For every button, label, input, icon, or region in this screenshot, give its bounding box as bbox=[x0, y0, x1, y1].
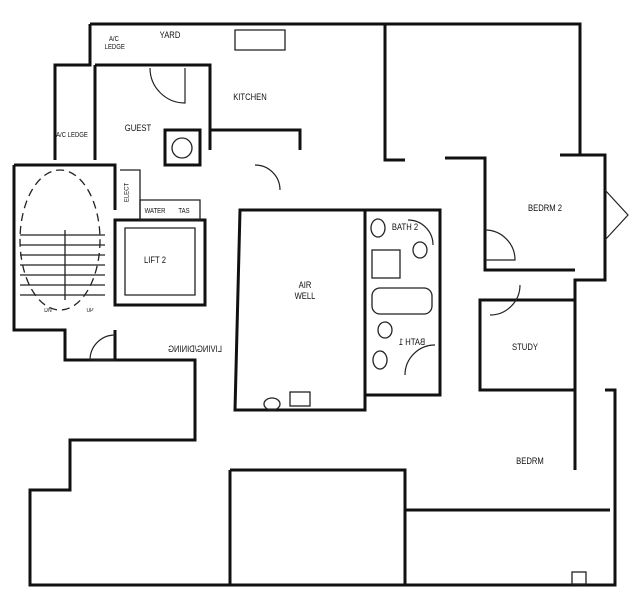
door-swings bbox=[89, 67, 629, 376]
fixtures bbox=[171, 137, 587, 585]
room-label-air-well: AIR WELL bbox=[294, 280, 316, 301]
room-label-ac-ledge-left: A/C LEDGE bbox=[56, 132, 88, 139]
room-label-guest: GUEST bbox=[124, 123, 152, 133]
room-label-bedroom: BEDRM bbox=[516, 456, 544, 466]
room-label-study: STUDY bbox=[512, 342, 538, 352]
stair-label-up: UP bbox=[86, 308, 94, 314]
room-label-tas: TAS bbox=[178, 208, 190, 215]
room-label-bedroom-2: BEDRM 2 bbox=[527, 203, 562, 213]
room-label-elect: ELECT bbox=[124, 182, 131, 203]
staircase bbox=[19, 169, 105, 311]
room-label-bath-1: BATH 1 bbox=[398, 337, 426, 347]
walls bbox=[12, 22, 617, 587]
room-label-yard: YARD bbox=[159, 30, 181, 40]
room-label-kitchen: KITCHEN bbox=[233, 92, 267, 102]
room-label-ac-ledge-top: A/C LEDGE bbox=[104, 36, 125, 51]
room-label-water: WATER bbox=[144, 208, 166, 215]
room-label-lift: LIFT 2 bbox=[144, 255, 166, 265]
room-label-living-dining: LIVING/DINING bbox=[168, 344, 223, 354]
stair-label-down: DN bbox=[44, 308, 52, 314]
room-label-bath-2: BATH 2 bbox=[391, 222, 419, 232]
